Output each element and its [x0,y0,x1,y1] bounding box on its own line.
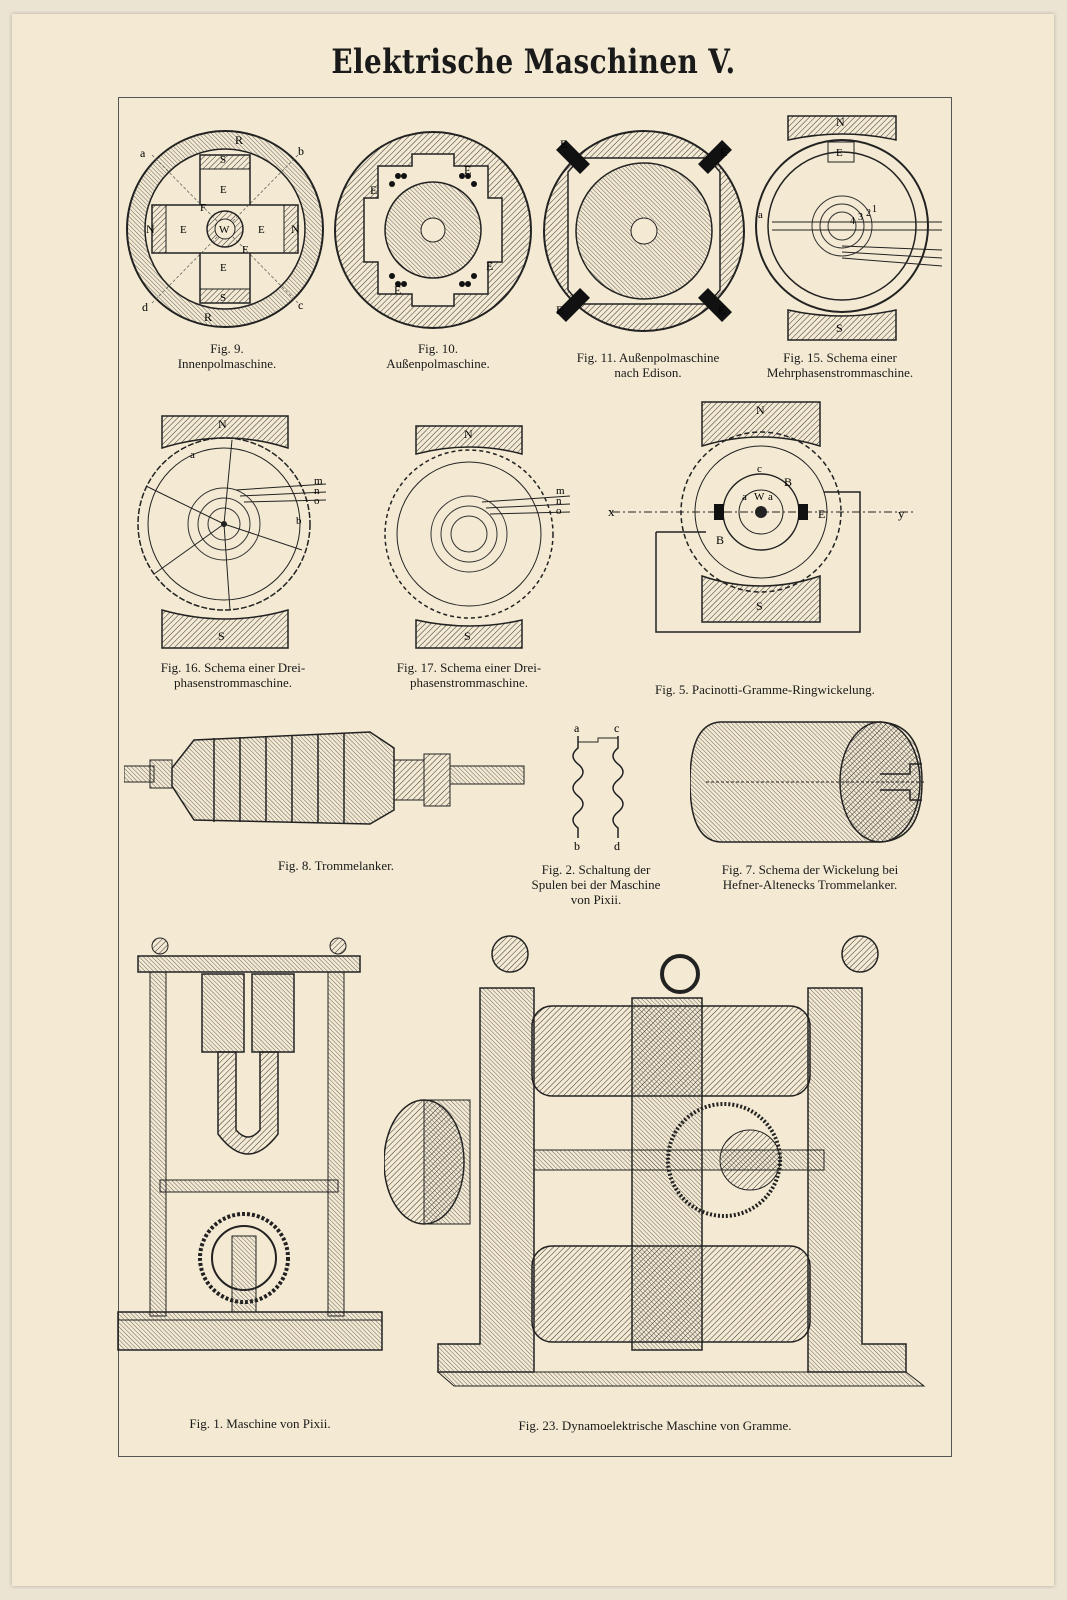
fig23-diagram [384,924,940,1404]
fig10-label-e1: E [370,183,377,197]
fig5-label-n: N [756,403,765,417]
fig10-diagram: E E E E [332,128,534,332]
fig9-label-r-top: R [235,133,243,147]
fig10-label-e2: E [464,163,471,177]
fig9-label-f-bottom: F [242,244,248,256]
fig9-label-b: b [298,144,304,158]
fig11-caption: Fig. 11. Außenpolmaschine nach Edison. [576,350,720,380]
fig8-caption: Fig. 8. Trommelanker. [278,858,394,873]
fig17-label-n: N [464,427,473,441]
fig15-label-n: N [836,115,845,129]
fig10-caption: Fig. 10. Außenpolmaschine. [386,341,490,371]
fig11-label-e1: E [560,137,567,151]
fig9-label-s-top: S [220,154,226,166]
fig5-label-b-bottom: B [716,533,724,547]
fig17-label-n-small: n [556,495,562,507]
fig9-label-w: W [219,224,230,236]
fig11-label-e3: E [556,303,563,317]
fig9-label-d: d [142,300,148,314]
fig2-label-c: c [614,722,619,735]
fig5-label-b-top: B [784,475,792,489]
fig9-label-e-top: E [220,184,227,196]
fig5-label-w: W [754,491,765,503]
fig23-caption: Fig. 23. Dynamoelektrische Maschine von … [518,1418,792,1433]
fig11-label-e2: E [720,145,727,159]
fig5-label-y: y [898,506,905,521]
fig7-diagram [690,716,930,850]
fig2-label-b: b [574,839,580,850]
fig9-label-f-top: F [200,202,206,214]
fig7-caption: Fig. 7. Schema der Wickelung bei Hefner-… [721,862,899,892]
fig16-label-n: N [218,417,227,431]
fig11-diagram: E E E E [540,128,748,334]
plate-frame [118,97,952,1457]
fig15-label-e: E [836,147,843,159]
fig1-caption: Fig. 1. Maschine von Pixii. [189,1416,331,1431]
fig2-label-d: d [614,839,620,850]
fig5-label-a2: a [768,491,773,503]
fig17-label-o: o [556,505,562,517]
fig9-label-r-bottom: R [204,310,212,324]
fig9-label-e-left: E [180,224,187,236]
fig5-caption: Fig. 5. Pacinotti-Gramme-Ringwickelung. [655,682,875,697]
fig16-label-b: b [296,515,302,527]
fig9-caption: Fig. 9. Innenpolmaschine. [177,341,277,371]
fig5-label-e: E [818,507,825,521]
fig17-diagram: N S m n o [370,424,574,650]
fig15-label-4: 4 [850,216,855,227]
fig9-label-c: c [298,298,303,312]
fig5-label-a: a [742,491,747,503]
fig15-label-s: S [836,321,843,335]
page-title: Elektrische Maschinen V. [331,42,736,82]
fig5-label-x: x [608,504,615,519]
fig9-label-e-bottom: E [220,262,227,274]
fig11-label-e4: E [718,303,725,317]
fig8-diagram [124,726,530,842]
fig15-diagram: N S E 1 2 3 4 a [752,112,946,344]
fig5-diagram: N S x y E B B c a W a [606,400,924,664]
fig16-label-o: o [314,495,320,507]
fig17-label-s: S [464,629,471,643]
fig15-caption: Fig. 15. Schema einer Mehrphasenstrommas… [766,350,914,380]
fig10-label-e4: E [394,283,401,297]
fig9-label-e-right: E [258,224,265,236]
fig5-label-c: c [757,463,762,475]
fig9-label-n-right: N [291,222,300,236]
fig9-label-a: a [140,146,146,160]
fig16-label-m: m [314,475,323,487]
fig16-caption: Fig. 16. Schema einer Drei- phasenstromm… [160,660,306,690]
fig15-label-2: 2 [866,208,871,219]
fig10-label-e3: E [486,259,493,273]
fig5-label-s: S [756,599,763,613]
fig15-label-a: a [758,209,763,221]
fig17-caption: Fig. 17. Schema einer Drei- phasenstromm… [396,660,542,690]
fig9-label-n-left: N [146,222,155,236]
fig2-diagram: a c b d [552,722,642,850]
fig2-caption: Fig. 2. Schaltung der Spulen bei der Mas… [531,862,661,907]
fig15-label-1: 1 [872,204,877,215]
fig15-label-3: 3 [858,212,863,223]
fig1-diagram [116,934,392,1404]
fig16-label-s: S [218,629,225,643]
fig16-label-a: a [190,449,195,461]
fig9-label-s-bottom: S [220,292,226,304]
fig9-diagram: a b c d R R S S E E E E N N F F W [122,125,328,333]
fig16-label-n-small: n [314,485,320,497]
fig16-diagram: N S a b m n o [136,414,332,650]
fig17-label-m: m [556,485,565,497]
fig2-label-a: a [574,722,580,735]
